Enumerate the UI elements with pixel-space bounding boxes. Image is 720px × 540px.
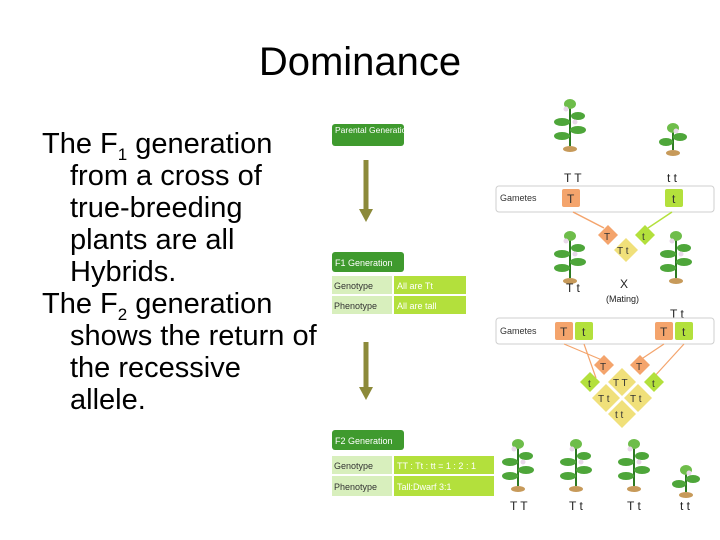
p-tt-label: t t xyxy=(615,410,624,421)
f2-genotype-value-cell xyxy=(394,456,494,474)
f1-generation-box xyxy=(332,252,404,272)
p-tt xyxy=(608,400,636,428)
f1-genotype-value-cell xyxy=(394,276,466,294)
diamond-T-label: T xyxy=(604,232,610,243)
mating-symbol: X xyxy=(620,277,628,291)
parental-generation-label: Parental Generation xyxy=(335,125,411,135)
f1-genotype-value: All are Tt xyxy=(397,281,433,291)
gamete-t-f1-left-label: t xyxy=(582,325,586,339)
f1-left-genotype: T t xyxy=(566,281,580,295)
bullet-f2-pre: The F xyxy=(42,288,118,320)
p-Tt-left-label: T t xyxy=(598,394,610,405)
p-t-left xyxy=(580,372,600,392)
bullet-list: The F1 generation from a cross of true-b… xyxy=(42,128,322,416)
arrow-head-1 xyxy=(359,209,373,222)
cross-line-T xyxy=(572,211,605,229)
gamete-T-f1-right-label: T xyxy=(660,325,668,339)
f2-genotype-cell xyxy=(332,456,392,474)
gamete-T-f1-left xyxy=(555,322,573,340)
gamete-T-parent-label: T xyxy=(567,192,575,206)
f2-genotype-label: Genotype xyxy=(334,461,373,471)
gamete-t-f1-right xyxy=(675,322,693,340)
p-T-left xyxy=(594,355,614,375)
f2-phenotype-cell xyxy=(332,476,392,496)
parental-generation-box xyxy=(332,124,404,146)
plant-f1-left xyxy=(553,230,587,285)
gamete-t-parent-label: t xyxy=(672,192,676,206)
gamete-T-f1-right xyxy=(655,322,673,340)
diamond-t-label: t xyxy=(642,232,645,243)
p-T-left-label: T xyxy=(600,362,606,373)
p-t-right-label: t xyxy=(652,379,655,390)
slide-title: Dominance xyxy=(258,40,462,84)
p-t-left-label: t xyxy=(588,379,591,390)
p-Tt-right-label: T t xyxy=(630,394,642,405)
diamond-t xyxy=(635,225,655,245)
p-Tt-left xyxy=(592,384,620,412)
f1-phenotype-cell xyxy=(332,296,392,314)
diamond-T xyxy=(598,225,618,245)
f2-genotype-3: T t xyxy=(627,499,641,513)
plant-f2-1 xyxy=(501,438,535,493)
f2-genotype-1: T T xyxy=(510,499,528,513)
parent-right-genotype: t t xyxy=(667,171,678,185)
bullet-f2: The F2 generation shows the return of th… xyxy=(42,288,322,416)
plant-parent-dwarf xyxy=(658,122,688,157)
f2-genotype-2: T t xyxy=(569,499,583,513)
genetics-cross-diagram: Parental Generation F1 Generation Genoty… xyxy=(332,98,715,513)
f1-generation-label: F1 Generation xyxy=(335,258,393,268)
f1-phenotype-value: All are tall xyxy=(397,301,437,311)
f1-genotype-cell xyxy=(332,276,392,294)
parent-left-genotype: T T xyxy=(564,171,582,185)
plant-f2-3 xyxy=(617,438,651,493)
f2-generation-box xyxy=(332,430,404,450)
f2-phenotype-value: Tall:Dwarf 3:1 xyxy=(397,482,452,492)
gametes-bar-1 xyxy=(495,185,715,213)
p-T-right xyxy=(630,355,650,375)
f2-generation-label: F2 Generation xyxy=(335,436,393,446)
bullet-f1: The F1 generation from a cross of true-b… xyxy=(42,128,322,288)
p-Tt-right xyxy=(624,384,652,412)
p-TT xyxy=(608,368,636,396)
bullet-f2-post: generation shows the return of the reces… xyxy=(70,288,317,416)
cross-line-t xyxy=(647,211,673,229)
diamond-Tt-label: T t xyxy=(617,246,629,257)
gamete-t-parent xyxy=(665,189,683,207)
f2-phenotype-value-cell xyxy=(394,476,494,496)
plant-f2-2 xyxy=(559,438,593,493)
p-TT-label: T T xyxy=(613,378,628,389)
bullet-f2-sub: 2 xyxy=(117,304,128,324)
p-T-right-label: T xyxy=(636,362,642,373)
f2-phenotype-label: Phenotype xyxy=(334,482,377,492)
diamond-Tt xyxy=(614,238,638,262)
f1-phenotype-value-cell xyxy=(394,296,466,314)
f2-genotype-value: TT : Tt : tt = 1 : 2 : 1 xyxy=(397,461,476,471)
plant-f2-4 xyxy=(671,464,701,499)
plant-parent-tall xyxy=(553,98,587,153)
gamete-t-f1-right-label: t xyxy=(682,325,686,339)
mating-label: (Mating) xyxy=(606,294,639,304)
f1-genotype-label: Genotype xyxy=(334,281,373,291)
f2-genotype-4: t t xyxy=(680,499,691,513)
gametes-label-1: Gametes xyxy=(500,193,537,203)
bullet-f1-sub: 1 xyxy=(117,144,128,164)
plant-f1-right xyxy=(659,230,693,285)
gamete-T-parent xyxy=(562,189,580,207)
gamete-t-f1-left xyxy=(575,322,593,340)
bullet-f1-pre: The F xyxy=(42,128,118,160)
bullet-f1-post: generation from a cross of true-breeding… xyxy=(70,128,273,288)
arrow-head-2 xyxy=(359,387,373,400)
f1-phenotype-label: Phenotype xyxy=(334,301,377,311)
gametes-label-2: Gametes xyxy=(500,326,537,336)
p-t-right xyxy=(644,372,664,392)
gamete-T-f1-left-label: T xyxy=(560,325,568,339)
